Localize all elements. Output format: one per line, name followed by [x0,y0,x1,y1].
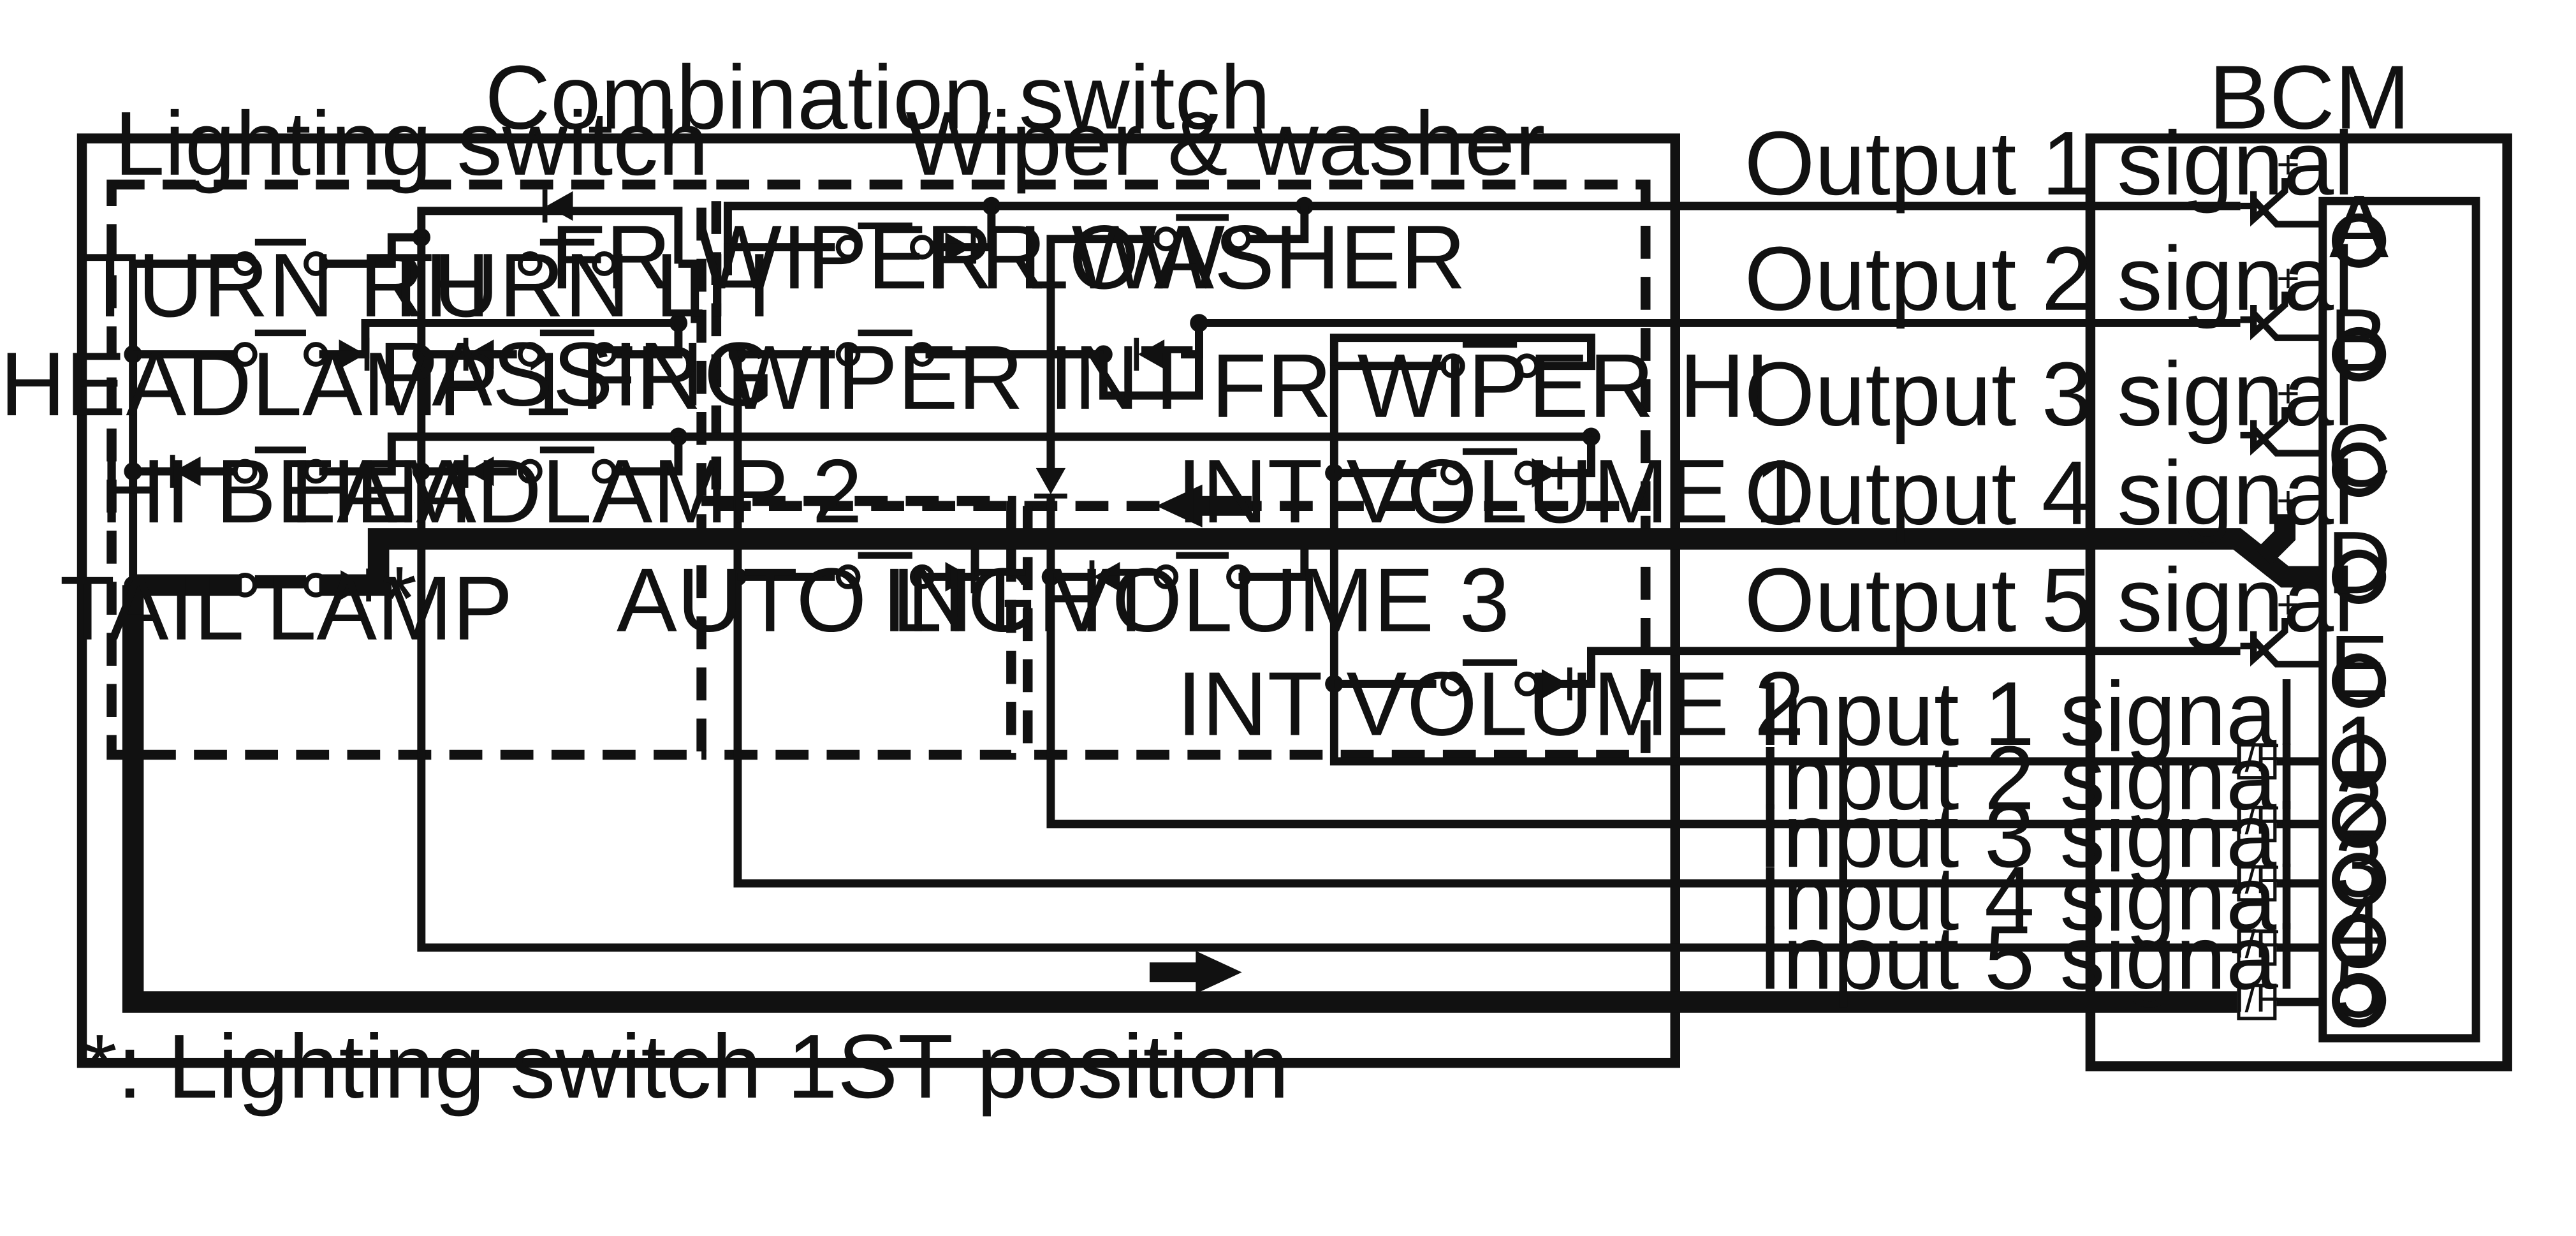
bcm-title: BCM [2209,47,2410,149]
input3-interface-label: I/F [2234,858,2280,902]
tail-lamp-asterisk: * [382,548,417,649]
wires [129,202,2323,1006]
output3-label: Output 3 signal [1745,344,2354,445]
arrow-right-icon [1149,950,1242,994]
input1-label: Input 1 signal [1757,663,2296,765]
fr-washer-switch [1153,214,1251,252]
turn-lh-label: TURN LH [378,235,771,336]
int-volume3-label: INT VOLUME 3 [882,550,1509,651]
combination-switch-frame [77,133,1680,1068]
fr-wiper-low-label: FR WIPER LOW [550,207,1225,308]
auto-light-label: AUTO LIGHT [617,550,1159,651]
fr-wiper-int-label: FR WIPER INT [581,327,1195,429]
input4-interface-label: I/F [2234,922,2280,966]
fr-washer-label: FR WASHER [926,207,1466,308]
terminal-c [2331,442,2387,497]
terminals: A B C D E 1 2 3 4 5 [2327,177,2391,1036]
terminal-3 [2331,853,2387,908]
tail-lamp-label: TAIL LAMP [60,558,513,659]
combination-switch-title: Combination switch [485,47,1271,149]
input3-label: Input 3 signal [1757,785,2296,887]
terminal-3-label: 3 [2334,816,2384,916]
lighting-switch-label: Lighting switch [114,93,708,195]
interface-boxes: I/F I/F I/F I/F I/F [2234,736,2280,1020]
bcm-frame [2085,133,2512,1071]
terminal-2-label: 2 [2334,757,2384,857]
int-volume3-switch [1153,552,1251,589]
headlamp1-label: HEADLAMP 1 [0,334,573,435]
fr-wiper-hi-label: FR WIPER HI [1211,335,1770,437]
switch-symbols [232,214,1540,696]
terminal-4-label: 4 [2334,877,2384,976]
int-volume-boundary [1022,506,1651,760]
terminal-a [2331,213,2387,268]
passing-label: PASSING [378,324,774,425]
fr-wiper-low-switch [835,222,935,260]
terminal-b [2331,327,2387,382]
auto-light-boundary [701,496,1016,760]
bcm-connector-frame [2318,196,2480,1043]
input4-interface: I/F [2234,922,2280,966]
input5-interface: I/F [2234,977,2280,1021]
output5-transistor: + [2240,583,2323,668]
input1-interface: I/F [2234,736,2280,780]
footnote: *: Lighting switch 1ST position [82,1016,1289,1117]
terminal-5 [2331,973,2387,1028]
terminal-2 [2331,793,2387,848]
terminal-b-label: B [2329,290,2389,390]
highlighted-circuit [122,514,2323,1013]
input2-label: Input 2 signal [1757,728,2296,829]
input3-interface: I/F [2234,858,2280,902]
turn-lh-switch [517,239,617,276]
output2-plus-label: + [2276,256,2299,300]
auto-light-switch [835,552,935,589]
hi-beam-switch [232,446,328,484]
input1-interface-label: I/F [2234,736,2280,780]
output3-transistor: + [2240,372,2323,457]
output5-label: Output 5 signal [1745,550,2354,651]
int-volume1-label: INT VOLUME 1 [1177,441,1805,542]
fr-wiper-int-switch [835,329,935,367]
terminal-a-label: A [2329,177,2389,276]
input2-interface-label: I/F [2234,799,2280,843]
output1-label: Output 1 signal [1745,113,2354,214]
terminal-4 [2331,913,2387,969]
terminal-1 [2331,734,2387,789]
int-volume2-label: INT VOLUME 2 [1177,653,1805,754]
terminal-5-label: 5 [2334,936,2384,1036]
turn-rh-label: TURN RH [82,235,490,336]
terminal-e [2331,653,2387,708]
fr-wiper-hi-switch [1440,341,1540,379]
output4-label: Output 4 signal [1745,443,2354,544]
lighting-switch-boundary [106,179,706,760]
transistor-symbols: +++++ [2240,143,2323,668]
passing-switch [517,329,617,367]
terminal-d-label: D [2327,513,2391,612]
terminal-d [2331,549,2387,605]
input2-interface: I/F [2234,799,2280,843]
output3-plus-label: + [2276,372,2299,416]
arrow-left-icon [1156,484,1252,527]
int-volume3-diode [1089,560,1120,594]
fr-wiper-int-diode [1134,337,1165,371]
input5-label: Input 5 signal [1757,907,2296,1008]
headlamp2-label: HEADLAMP 2 [290,441,863,542]
output1-plus-label: + [2276,143,2299,187]
output5-plus-label: + [2276,583,2299,627]
output1-transistor: + [2240,143,2323,228]
hi-beam-label: HI BEAM [100,441,472,542]
input5-interface-label: I/F [2234,977,2280,1021]
output2-transistor: + [2240,256,2323,341]
int-volume2-switch [1440,659,1540,696]
terminal-e-label: E [2329,617,2389,716]
output2-label: Output 2 signal [1745,228,2354,330]
terminal-1-label: 1 [2334,698,2384,797]
wiper-washer-label: Wiper & washer [905,93,1545,195]
terminal-c-label: C [2327,406,2391,505]
input4-label: Input 4 signal [1757,848,2296,949]
